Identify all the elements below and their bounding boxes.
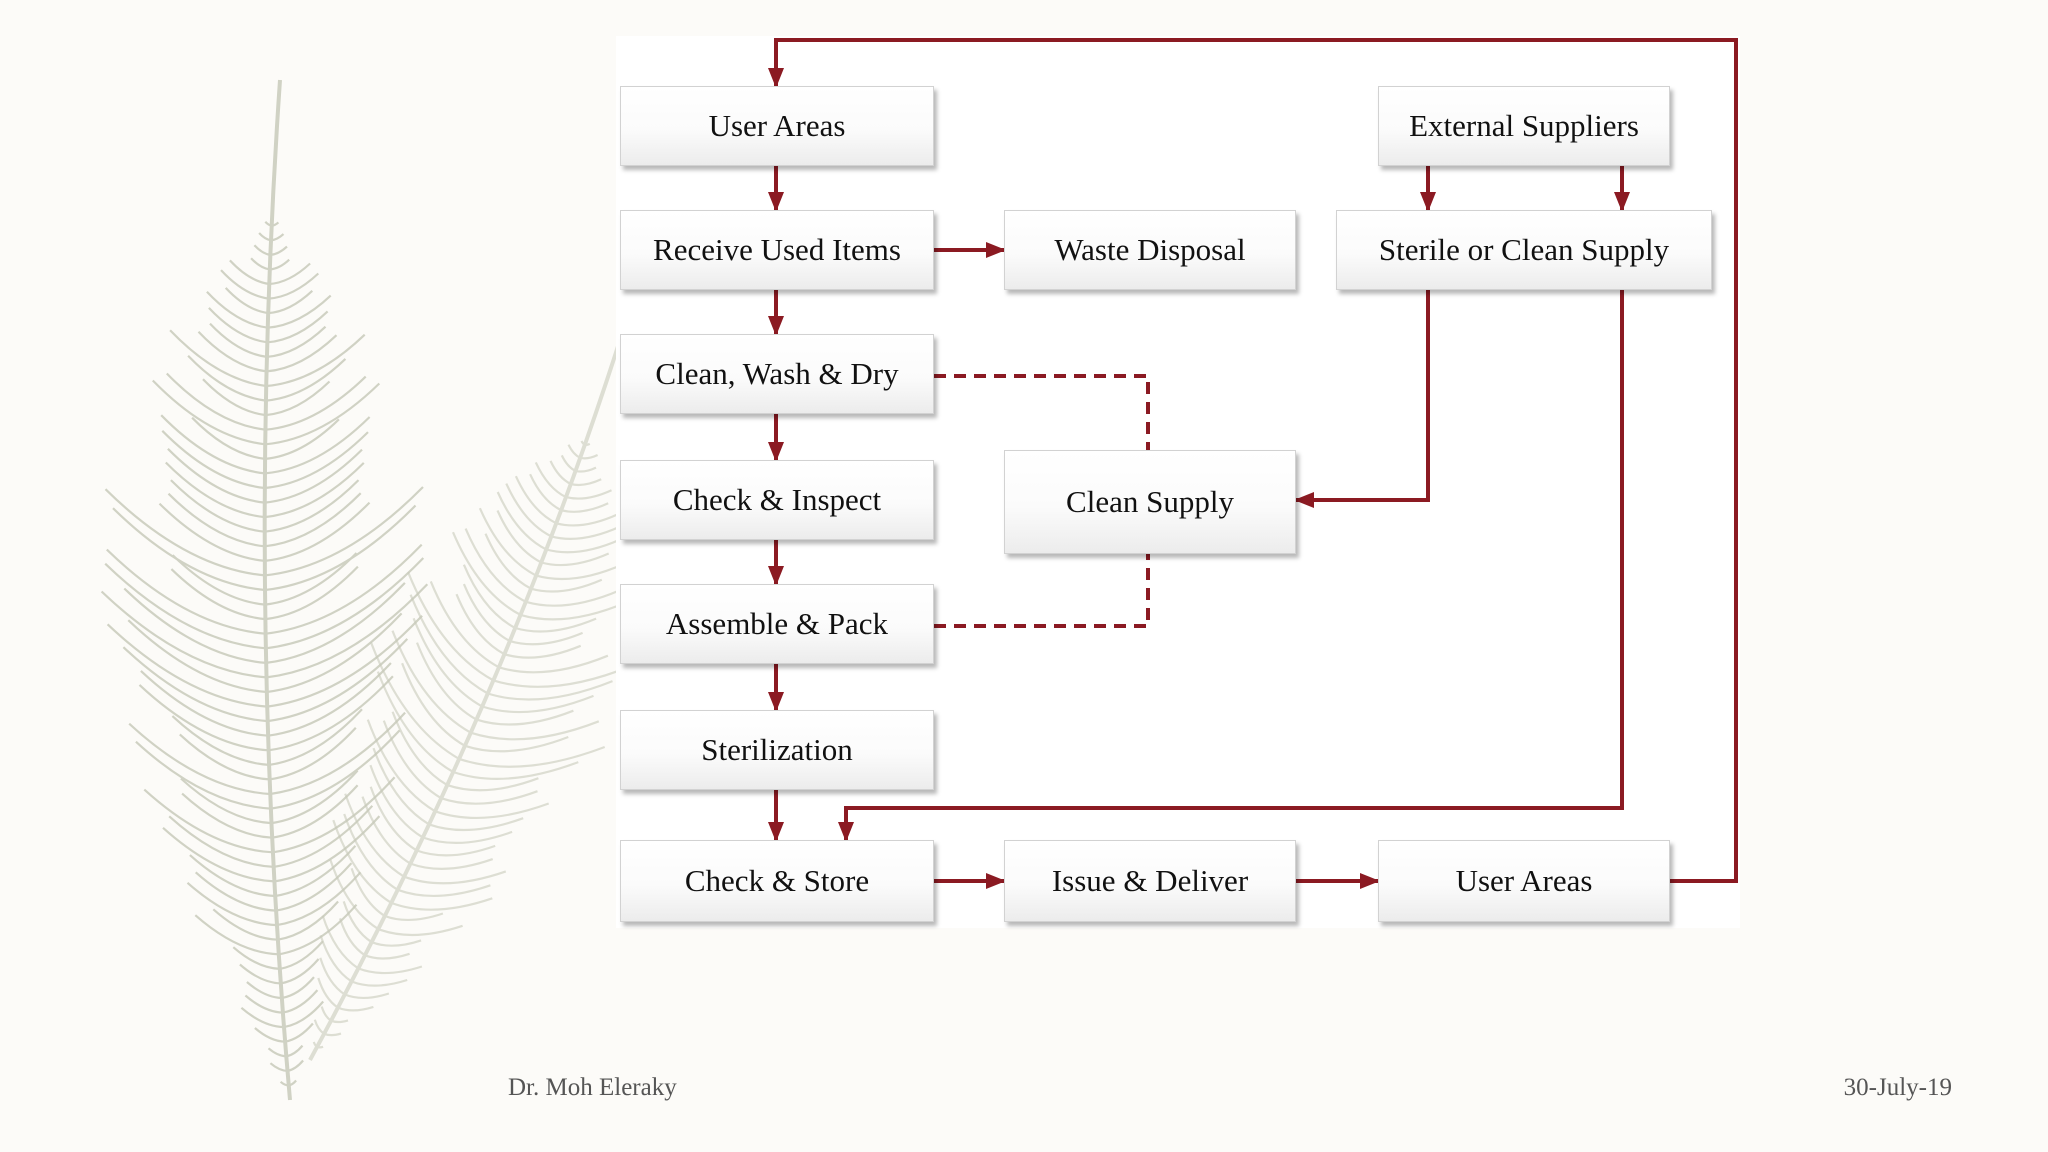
footer-author: Dr. Moh Eleraky [508,1074,677,1102]
node-sterile-clean-supply: Sterile or Clean Supply [1336,210,1712,290]
node-check-inspect: Check & Inspect [620,460,934,540]
node-waste-disposal: Waste Disposal [1004,210,1296,290]
node-clean-supply: Clean Supply [1004,450,1296,554]
node-user-areas-top: User Areas [620,86,934,166]
arrow-sterile_clean_supply-to-check_store [846,290,1622,840]
node-assemble-pack: Assemble & Pack [620,584,934,664]
footer-date: 30-July-19 [1844,1074,1952,1102]
node-external-suppliers: External Suppliers [1378,86,1670,166]
node-receive-used-items: Receive Used Items [620,210,934,290]
node-check-store: Check & Store [620,840,934,922]
node-sterilization: Sterilization [620,710,934,790]
arrow-sterile_clean_supply-to-clean_supply [1296,290,1428,500]
node-clean-wash-dry: Clean, Wash & Dry [620,334,934,414]
dashed-connector-clean_wash_dry-clean_supply [934,376,1148,450]
node-issue-deliver: Issue & Deliver [1004,840,1296,922]
node-user-areas-bottom: User Areas [1378,840,1670,922]
dashed-connector-assemble_pack-clean_supply [934,554,1148,626]
